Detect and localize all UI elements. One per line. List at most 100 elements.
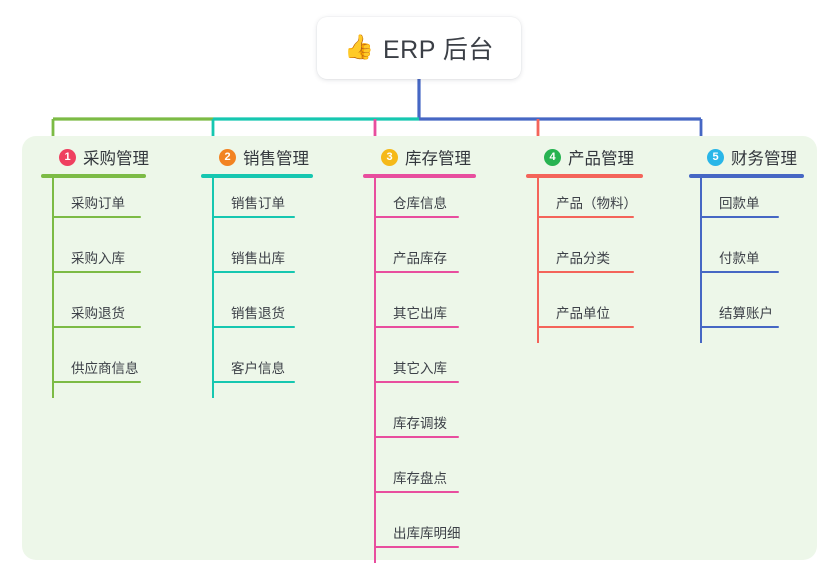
branch-underline (41, 174, 146, 178)
leaf-node-label: 其它入库 (393, 360, 447, 376)
leaf-node-underline (375, 435, 459, 438)
branch-spine (212, 177, 214, 398)
leaf-node-label: 销售订单 (231, 195, 285, 211)
leaf-node-label: 库存调拨 (393, 415, 447, 431)
branch-underline (526, 174, 643, 178)
leaf-node-underline (375, 215, 459, 218)
leaf-node-label: 采购订单 (71, 195, 125, 211)
thumbs-up-icon: 👍 (344, 34, 374, 61)
leaf-node-underline (375, 270, 459, 273)
leaf-node-label: 仓库信息 (393, 195, 447, 211)
leaf-node[interactable]: 出库库明细 (363, 508, 476, 563)
leaf-node[interactable]: 采购入库 (41, 233, 149, 288)
branch-underline (689, 174, 804, 178)
leaf-node-underline (53, 270, 141, 273)
branch-column-1: 1 采购管理采购订单采购入库采购退货供应商信息 (41, 146, 149, 398)
leaf-node-underline (213, 270, 295, 273)
leaf-node-label: 采购退货 (71, 305, 125, 321)
leaf-node[interactable]: 产品分类 (526, 233, 643, 288)
leaf-node-underline (375, 490, 459, 493)
branch-header-2[interactable]: 2 销售管理 (201, 146, 313, 168)
leaf-node-underline (701, 215, 779, 218)
leaf-node-underline (701, 325, 779, 328)
branch-spine (374, 177, 376, 563)
branch-spine (700, 177, 702, 343)
leaf-node[interactable]: 库存盘点 (363, 453, 476, 508)
branch-spine (537, 177, 539, 343)
branch-underline (201, 174, 313, 178)
leaf-node[interactable]: 库存调拨 (363, 398, 476, 453)
branch-children: 销售订单销售出库销售退货客户信息 (201, 177, 313, 398)
leaf-node-label: 产品库存 (393, 250, 447, 266)
branch-header-5[interactable]: 5 财务管理 (689, 146, 804, 168)
leaf-node[interactable]: 结算账户 (689, 288, 804, 343)
leaf-node-underline (701, 270, 779, 273)
leaf-node-underline (538, 270, 634, 273)
branch-children: 回款单付款单结算账户 (689, 177, 804, 343)
leaf-node-underline (538, 215, 634, 218)
leaf-node-underline (375, 380, 459, 383)
branch-column-5: 5 财务管理回款单付款单结算账户 (689, 146, 804, 343)
branch-header-1[interactable]: 1 采购管理 (41, 146, 149, 168)
diagram-panel (22, 136, 817, 560)
leaf-node-underline (53, 380, 141, 383)
leaf-node-underline (375, 325, 459, 328)
leaf-node-underline (213, 325, 295, 328)
leaf-node[interactable]: 客户信息 (201, 343, 313, 398)
leaf-node-label: 产品分类 (556, 250, 610, 266)
root-node-title: ERP 后台 (382, 36, 494, 64)
branch-column-2: 2 销售管理销售订单销售出库销售退货客户信息 (201, 146, 313, 398)
branch-column-4: 4 产品管理产品（物料） 产品分类产品单位 (526, 146, 643, 343)
leaf-node[interactable]: 销售出库 (201, 233, 313, 288)
leaf-node-label: 其它出库 (393, 305, 447, 321)
leaf-node[interactable]: 仓库信息 (363, 178, 476, 233)
branch-children: 产品（物料） 产品分类产品单位 (526, 177, 643, 343)
branch-number-badge: 4 (544, 148, 561, 166)
branch-underline (363, 174, 476, 178)
leaf-node-label: 出库库明细 (393, 525, 461, 541)
branch-number-badge: 1 (59, 148, 76, 166)
branch-number-badge: 5 (707, 148, 724, 166)
branch-title: 销售管理 (243, 150, 309, 168)
leaf-node-label: 结算账户 (719, 305, 773, 321)
leaf-node[interactable]: 产品单位 (526, 288, 643, 343)
leaf-node-label: 库存盘点 (393, 470, 447, 486)
branch-number-badge: 2 (219, 148, 236, 166)
leaf-node[interactable]: 回款单 (689, 178, 804, 233)
leaf-node[interactable]: 采购退货 (41, 288, 149, 343)
leaf-node[interactable]: 付款单 (689, 233, 804, 288)
leaf-node-label: 产品（物料） (556, 195, 637, 211)
branch-title: 财务管理 (731, 150, 797, 168)
branch-spine (52, 177, 54, 398)
leaf-node-underline (213, 215, 295, 218)
leaf-node[interactable]: 销售退货 (201, 288, 313, 343)
leaf-node-underline (53, 215, 141, 218)
leaf-node[interactable]: 采购订单 (41, 178, 149, 233)
leaf-node[interactable]: 产品库存 (363, 233, 476, 288)
leaf-node-label: 产品单位 (556, 305, 610, 321)
branch-title: 产品管理 (568, 150, 634, 168)
leaf-node[interactable]: 其它出库 (363, 288, 476, 343)
leaf-node-label: 客户信息 (231, 360, 285, 376)
branch-children: 采购订单采购入库采购退货供应商信息 (41, 177, 149, 398)
leaf-node[interactable]: 销售订单 (201, 178, 313, 233)
branch-number-badge: 3 (381, 148, 398, 166)
branch-title: 采购管理 (83, 150, 149, 168)
leaf-node-underline (53, 325, 141, 328)
leaf-node-label: 付款单 (719, 250, 760, 266)
leaf-node-label: 供应商信息 (71, 360, 139, 376)
leaf-node-label: 销售退货 (231, 305, 285, 321)
leaf-node-underline (213, 380, 295, 383)
leaf-node[interactable]: 其它入库 (363, 343, 476, 398)
leaf-node-underline (538, 325, 634, 328)
leaf-node-label: 采购入库 (71, 250, 125, 266)
leaf-node[interactable]: 供应商信息 (41, 343, 149, 398)
branch-header-4[interactable]: 4 产品管理 (526, 146, 643, 168)
leaf-node[interactable]: 产品（物料） (526, 178, 643, 233)
leaf-node-underline (375, 545, 459, 548)
leaf-node-label: 销售出库 (231, 250, 285, 266)
root-node-card[interactable]: 👍 ERP 后台 (317, 17, 521, 79)
